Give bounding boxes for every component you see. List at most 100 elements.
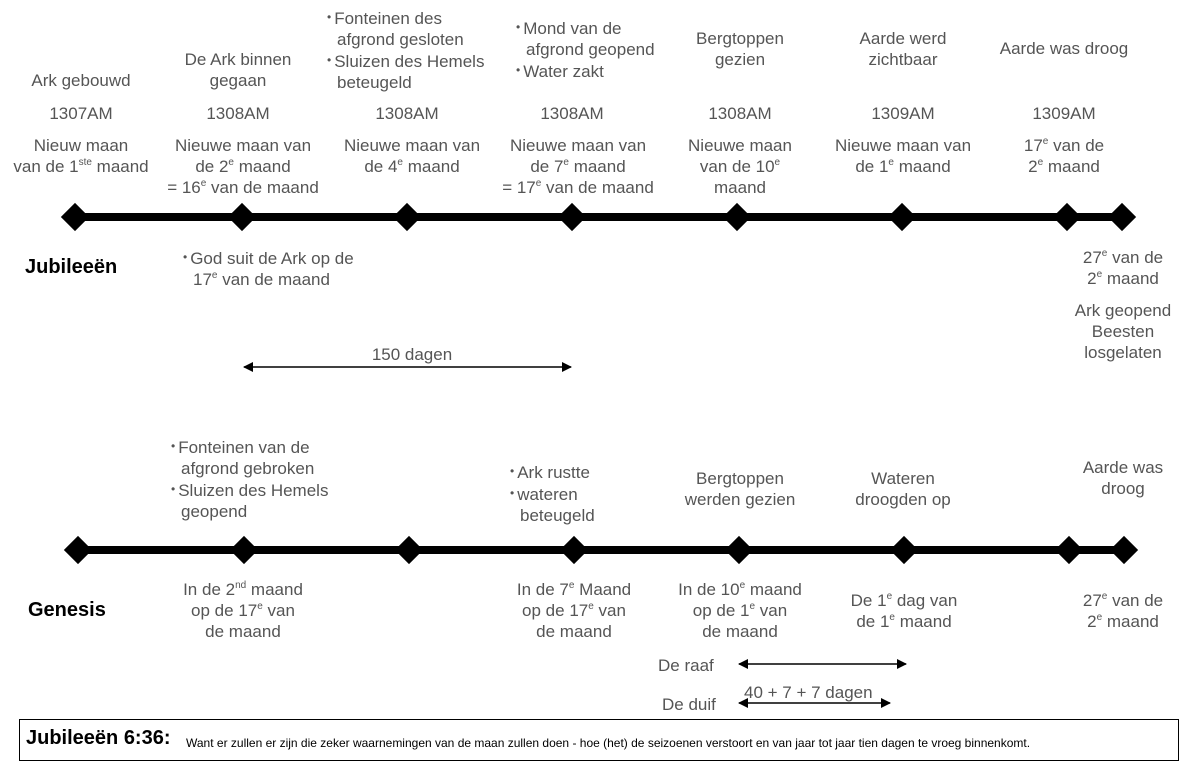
text-line: wateren	[510, 483, 595, 505]
text-line: droogden op	[855, 490, 951, 509]
text-line: God suit de Ark op de	[183, 247, 354, 269]
text-line: van de 1ste maand	[13, 157, 149, 176]
text-line: 2e maand	[1087, 269, 1159, 288]
text-line: De Ark binnen	[184, 50, 292, 69]
jubilees-date-0: Nieuw maan van de 1ste maand	[13, 135, 148, 177]
text-line: Bergtoppen	[696, 469, 784, 488]
text-line: op de 1e van	[692, 601, 788, 620]
text-line: de 4e maand	[364, 157, 460, 176]
span-150-days-label: 150 dagen	[371, 345, 453, 364]
text-line: losgelaten	[1084, 343, 1162, 362]
text-line: werden gezien	[684, 490, 796, 509]
quote-box: Jubileeën 6:36: Want er zullen er zijn d…	[19, 719, 1179, 761]
text-line: Fonteinen des	[327, 7, 484, 29]
text-line: = 17e van de maand	[502, 178, 654, 197]
text-line: Wateren	[871, 469, 935, 488]
genesis-label: Genesis	[28, 599, 106, 621]
text-line: Nieuwe maan van	[343, 136, 481, 155]
jubilees-date-1: Nieuwe maan van de 2e maand = 16e van de m…	[167, 135, 319, 198]
genesis-event-1: Ark rusttewaterenbeteugeld	[510, 461, 595, 526]
jubilees-year-6: 1309AM	[1032, 104, 1096, 123]
jubilees-date-2: Nieuwe maan van de 4e maand	[344, 135, 480, 177]
text-line: droog	[1101, 479, 1145, 498]
text-line: Nieuwe maan van	[174, 136, 312, 155]
text-line: de 1e maand	[855, 157, 951, 176]
genesis-date-2: In de 10e maand op de 1e van de maand	[678, 579, 802, 642]
text-line: gezien	[714, 50, 766, 69]
text-line: 27e van de	[1082, 591, 1164, 610]
jubilees-event-6: Aarde was droog	[1000, 38, 1129, 59]
text-line: de maand	[702, 622, 778, 641]
text-line: Ark gebouwd	[31, 71, 131, 90]
text-line: 2e maand	[1087, 612, 1159, 631]
text-line: Water zakt	[516, 60, 655, 82]
text-line: maand	[714, 178, 766, 197]
text-line: Ark rustte	[510, 461, 595, 483]
jubilees-timeline-line	[75, 213, 1123, 221]
jubilees-event-0: Ark gebouwd	[31, 70, 130, 91]
jubilees-year-3: 1308AM	[540, 104, 604, 123]
jubilees-year-5: 1309AM	[871, 104, 935, 123]
dove-label: De duif	[662, 695, 716, 714]
text-line: Aarde was droog	[999, 39, 1129, 58]
text-line: Aarde werd	[859, 29, 947, 48]
text-line: 17e van de	[1023, 136, 1105, 155]
text-line: Aarde was	[1082, 458, 1164, 477]
text-line: geopend	[181, 502, 248, 521]
text-line: = 16e van de maand	[167, 178, 319, 197]
text-line: 2e maand	[1028, 157, 1100, 176]
jubilees-event-4: Bergtoppen gezien	[696, 28, 784, 70]
jubilees-event-5: Aarde werd zichtbaar	[860, 28, 947, 70]
genesis-event-2: Bergtoppen werden gezien	[685, 468, 796, 510]
genesis-event-3: Wateren droogden op	[855, 468, 950, 510]
jubilees-label: Jubileeën	[25, 256, 118, 278]
text-line: Fonteinen van de	[171, 436, 328, 458]
jubilees-year-4: 1308AM	[708, 104, 772, 123]
genesis-timeline-line	[78, 546, 1125, 554]
quote-title: Jubileeën 6:36:	[26, 727, 171, 749]
text-line: In de 2nd maand	[183, 580, 303, 599]
text-line: de 1e maand	[856, 612, 952, 631]
text-line: Mond van de	[516, 17, 655, 39]
text-line: op de 17e van	[191, 601, 295, 620]
genesis-date-3: De 1e dag van de 1e maand	[851, 590, 958, 632]
quote-text: Want er zullen er zijn die zeker waarnem…	[186, 736, 1031, 750]
text-line: Beesten	[1091, 322, 1155, 341]
text-line: In de 10e maand	[678, 580, 802, 599]
jubilees-date-6: 17e van de 2e maand	[1024, 135, 1104, 177]
text-line: Nieuwe maan	[688, 136, 792, 155]
genesis-date-4: 27e van de 2e maand	[1083, 590, 1163, 632]
jubilees-year-2: 1308AM	[375, 104, 439, 123]
text-line: de maand	[536, 622, 612, 641]
raven-label: De raaf	[658, 656, 714, 675]
genesis-event-4: Aarde was droog	[1083, 457, 1163, 499]
text-line: afgrond gebroken	[181, 459, 315, 478]
text-line: beteugeld	[337, 73, 412, 92]
text-line: de 2e maand	[195, 157, 291, 176]
text-line: Nieuwe maan van	[509, 136, 647, 155]
text-line: De 1e dag van	[850, 591, 958, 610]
text-line: 27e van de	[1082, 248, 1164, 267]
jubilees-end-note: 27e van de 2e maand	[1083, 247, 1163, 289]
text-line: 17e van de maand	[193, 270, 330, 289]
text-line: van de 10e	[699, 157, 781, 176]
jubilees-year-1: 1308AM	[206, 104, 270, 123]
text-line: Bergtoppen	[696, 29, 784, 48]
text-line: Nieuw maan	[33, 136, 129, 155]
jubilees-year-0: 1307AM	[49, 104, 113, 123]
text-line: zichtbaar	[868, 50, 938, 69]
text-line: Sluizen des Hemels	[171, 479, 328, 501]
text-line: beteugeld	[520, 506, 595, 525]
dove-span-label: 40 + 7 + 7 dagen	[744, 683, 873, 702]
